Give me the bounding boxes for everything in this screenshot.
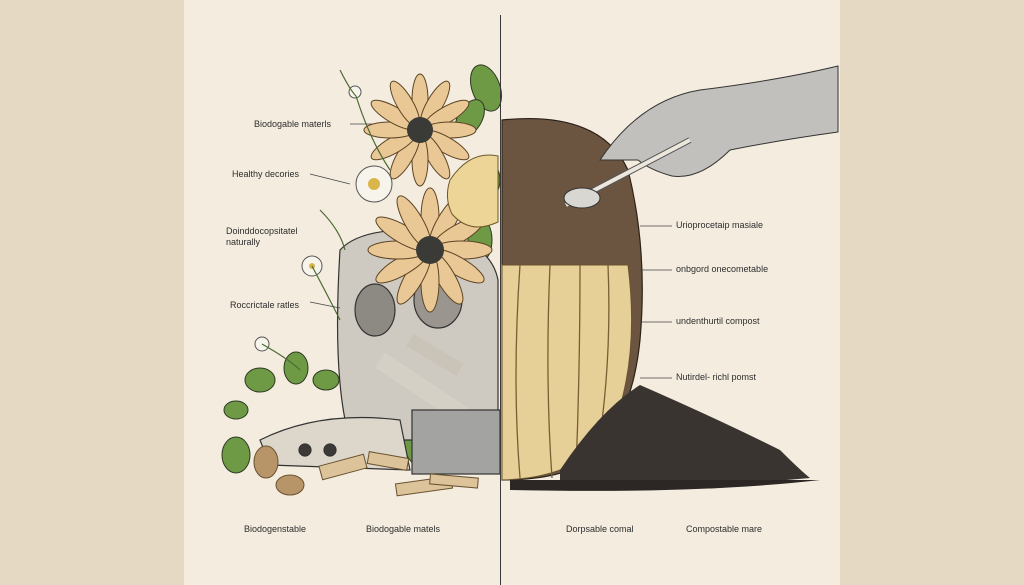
wood-chips-group [253,445,479,497]
bottom-label-4: Compostable mare [686,524,763,534]
label-unprocessable: Uriopr​ocetaip masiale [676,220,764,230]
hand-with-spoon [563,65,839,209]
soil-pile [510,385,820,491]
label-biodegradable-materials: Biodogable materls [254,119,332,129]
label-recyclable: Roccrictale ratles [230,300,300,310]
bottom-label-3: Dorpsable comal [566,524,634,534]
center-divider [500,15,501,585]
label-ongoing: onbgord onecometable [676,264,769,274]
label-decomposes: Doinddocopsitatel naturally [226,226,298,247]
apple [446,154,499,228]
leader-lines [309,123,672,379]
label-nutrient: Nutirdel- richl pomst [676,372,757,382]
label-healthy: Healthy decories [232,169,300,179]
flower-stems [261,69,391,371]
bottom-label-2: Biodogable matels [366,524,441,534]
bottom-label-1: Biodogenstable [244,524,307,534]
label-underground: undenthurtil compost [676,316,760,326]
sunflowers-group [254,73,493,352]
